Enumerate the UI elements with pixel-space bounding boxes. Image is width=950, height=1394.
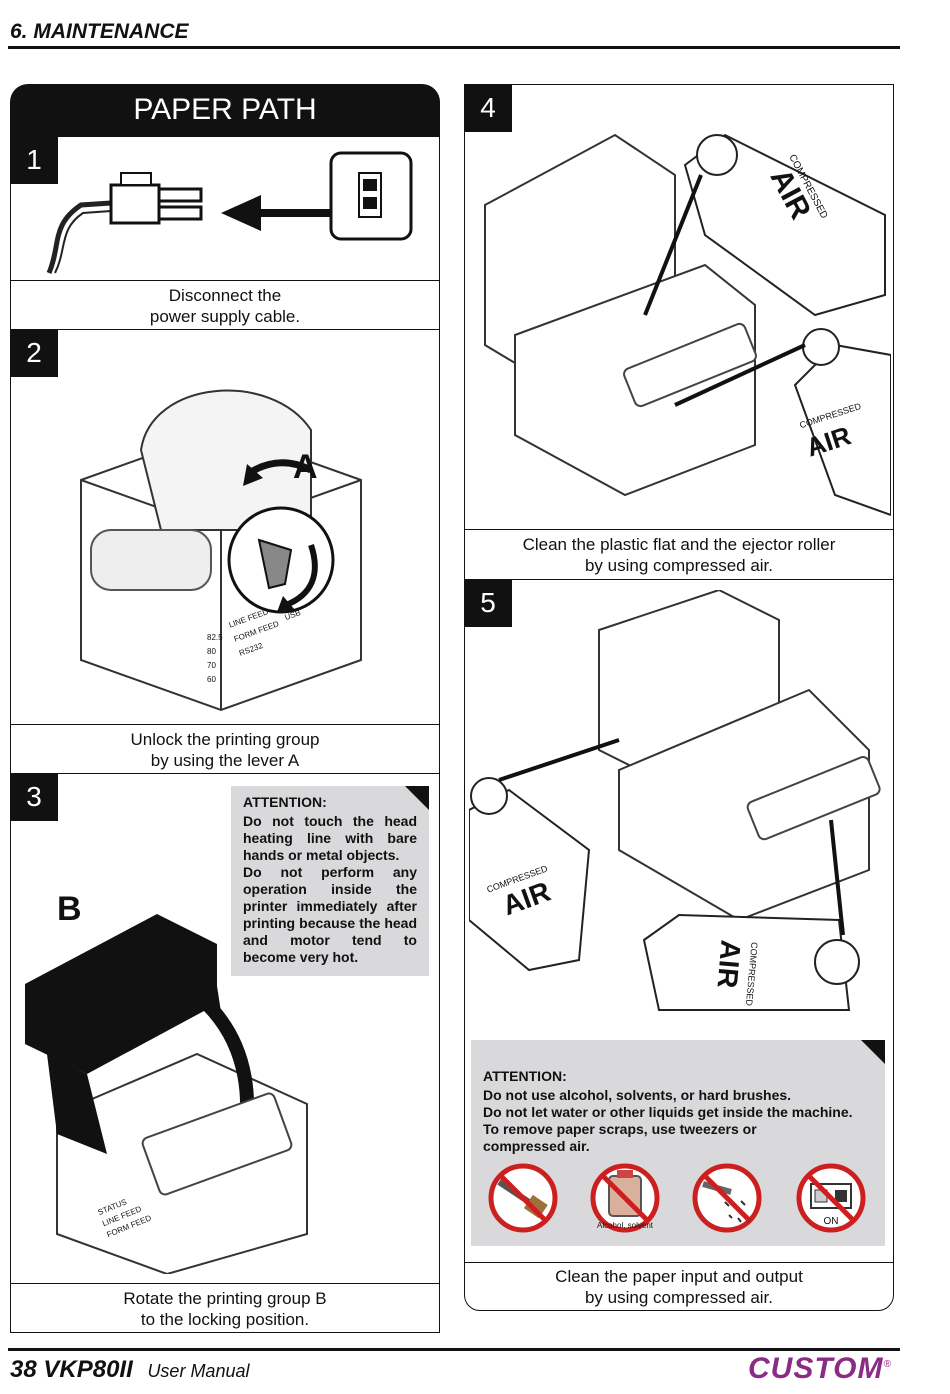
step-number: 2 — [10, 329, 58, 377]
step-4-caption: Clean the plastic flat and the ejector r… — [465, 529, 893, 580]
step-2-caption: Unlock the printing group by using the l… — [11, 724, 439, 774]
width-label: 60 — [207, 675, 216, 684]
step-5: 5 AIR COMPRESSED AIR COMPRESSED ATTENTIO… — [464, 579, 894, 1311]
step-number: 4 — [464, 84, 512, 132]
attention-title: ATTENTION: — [483, 1068, 567, 1084]
group-label: B — [57, 890, 82, 928]
step-number: 3 — [10, 773, 58, 821]
step-5-caption: Clean the paper input and output by usin… — [465, 1262, 893, 1311]
width-label: 70 — [207, 661, 216, 670]
attention-line: Do not use alcohol, solvents, or hard br… — [483, 1087, 792, 1103]
air-cleaning-illustration: AIR COMPRESSED AIR COMPRESSED — [484, 133, 891, 517]
no-liquid-icon — [692, 1163, 762, 1233]
printer-rotate-illustration: STATUS LINE FEED FORM FEED — [25, 914, 308, 1274]
attention-note: ATTENTION: Do not touch the head heating… — [231, 786, 429, 976]
width-label: 82.5 — [207, 633, 223, 642]
step-1: 1 Disconnect the power supply cable. — [10, 136, 440, 330]
brand-logo: CUSTOM® — [748, 1352, 892, 1385]
icon-label: ON — [824, 1216, 839, 1227]
attention-line: To remove paper scraps, use tweezers or … — [483, 1121, 757, 1154]
step-4: 4 AIR COMPRESSED AIR COMPRESSED Clean th… — [464, 84, 894, 580]
step-3: 3 ATTENTION: Do not touch the head heati… — [10, 773, 440, 1333]
air-cleaning-illustration-2: AIR COMPRESSED AIR COMPRESSED — [469, 590, 881, 1011]
page-number: 38 — [10, 1356, 37, 1383]
printer-unlock-illustration: A LINE FEED FORM FEED RS232 USB 82.5 80 … — [80, 389, 362, 712]
attention-line: Do not touch the head heating line with … — [243, 813, 417, 863]
icon-label: Alcohol, solvent — [597, 1221, 654, 1230]
header-rule — [8, 46, 900, 49]
step-3-caption: Rotate the printing group B to the locki… — [11, 1283, 439, 1333]
panel-title: PAPER PATH — [10, 84, 440, 136]
lever-label: A — [293, 448, 318, 486]
can-label-air: AIR — [711, 939, 746, 990]
doc-name: User Manual — [147, 1361, 250, 1381]
section-title: 6. MAINTENANCE — [10, 20, 189, 43]
width-label: 80 — [207, 647, 216, 656]
step-1-caption: Disconnect the power supply cable. — [11, 280, 439, 330]
attention-line: Do not perform any operation inside the … — [243, 864, 417, 965]
step-number: 5 — [464, 579, 512, 627]
footer-page-info: 38 VKP80II User Manual — [10, 1356, 249, 1384]
power-cable-illustration — [46, 151, 413, 274]
no-power-on-icon: ON — [796, 1163, 866, 1233]
attention-line: Do not let water or other liquids get in… — [483, 1104, 853, 1120]
no-brush-icon — [488, 1163, 558, 1233]
step-number: 1 — [10, 136, 58, 184]
note-corner — [405, 786, 429, 810]
note-corner — [861, 1040, 885, 1064]
no-solvent-icon: Alcohol, solvent — [590, 1163, 660, 1233]
prohibition-icons: Alcohol, solvent ON — [488, 1163, 866, 1233]
model-name: VKP80II — [43, 1356, 133, 1383]
footer-rule — [8, 1348, 900, 1351]
attention-title: ATTENTION: — [243, 794, 327, 810]
step-2: 2 A LINE FEED FORM FEED RS232 USB 82.5 8… — [10, 329, 440, 774]
